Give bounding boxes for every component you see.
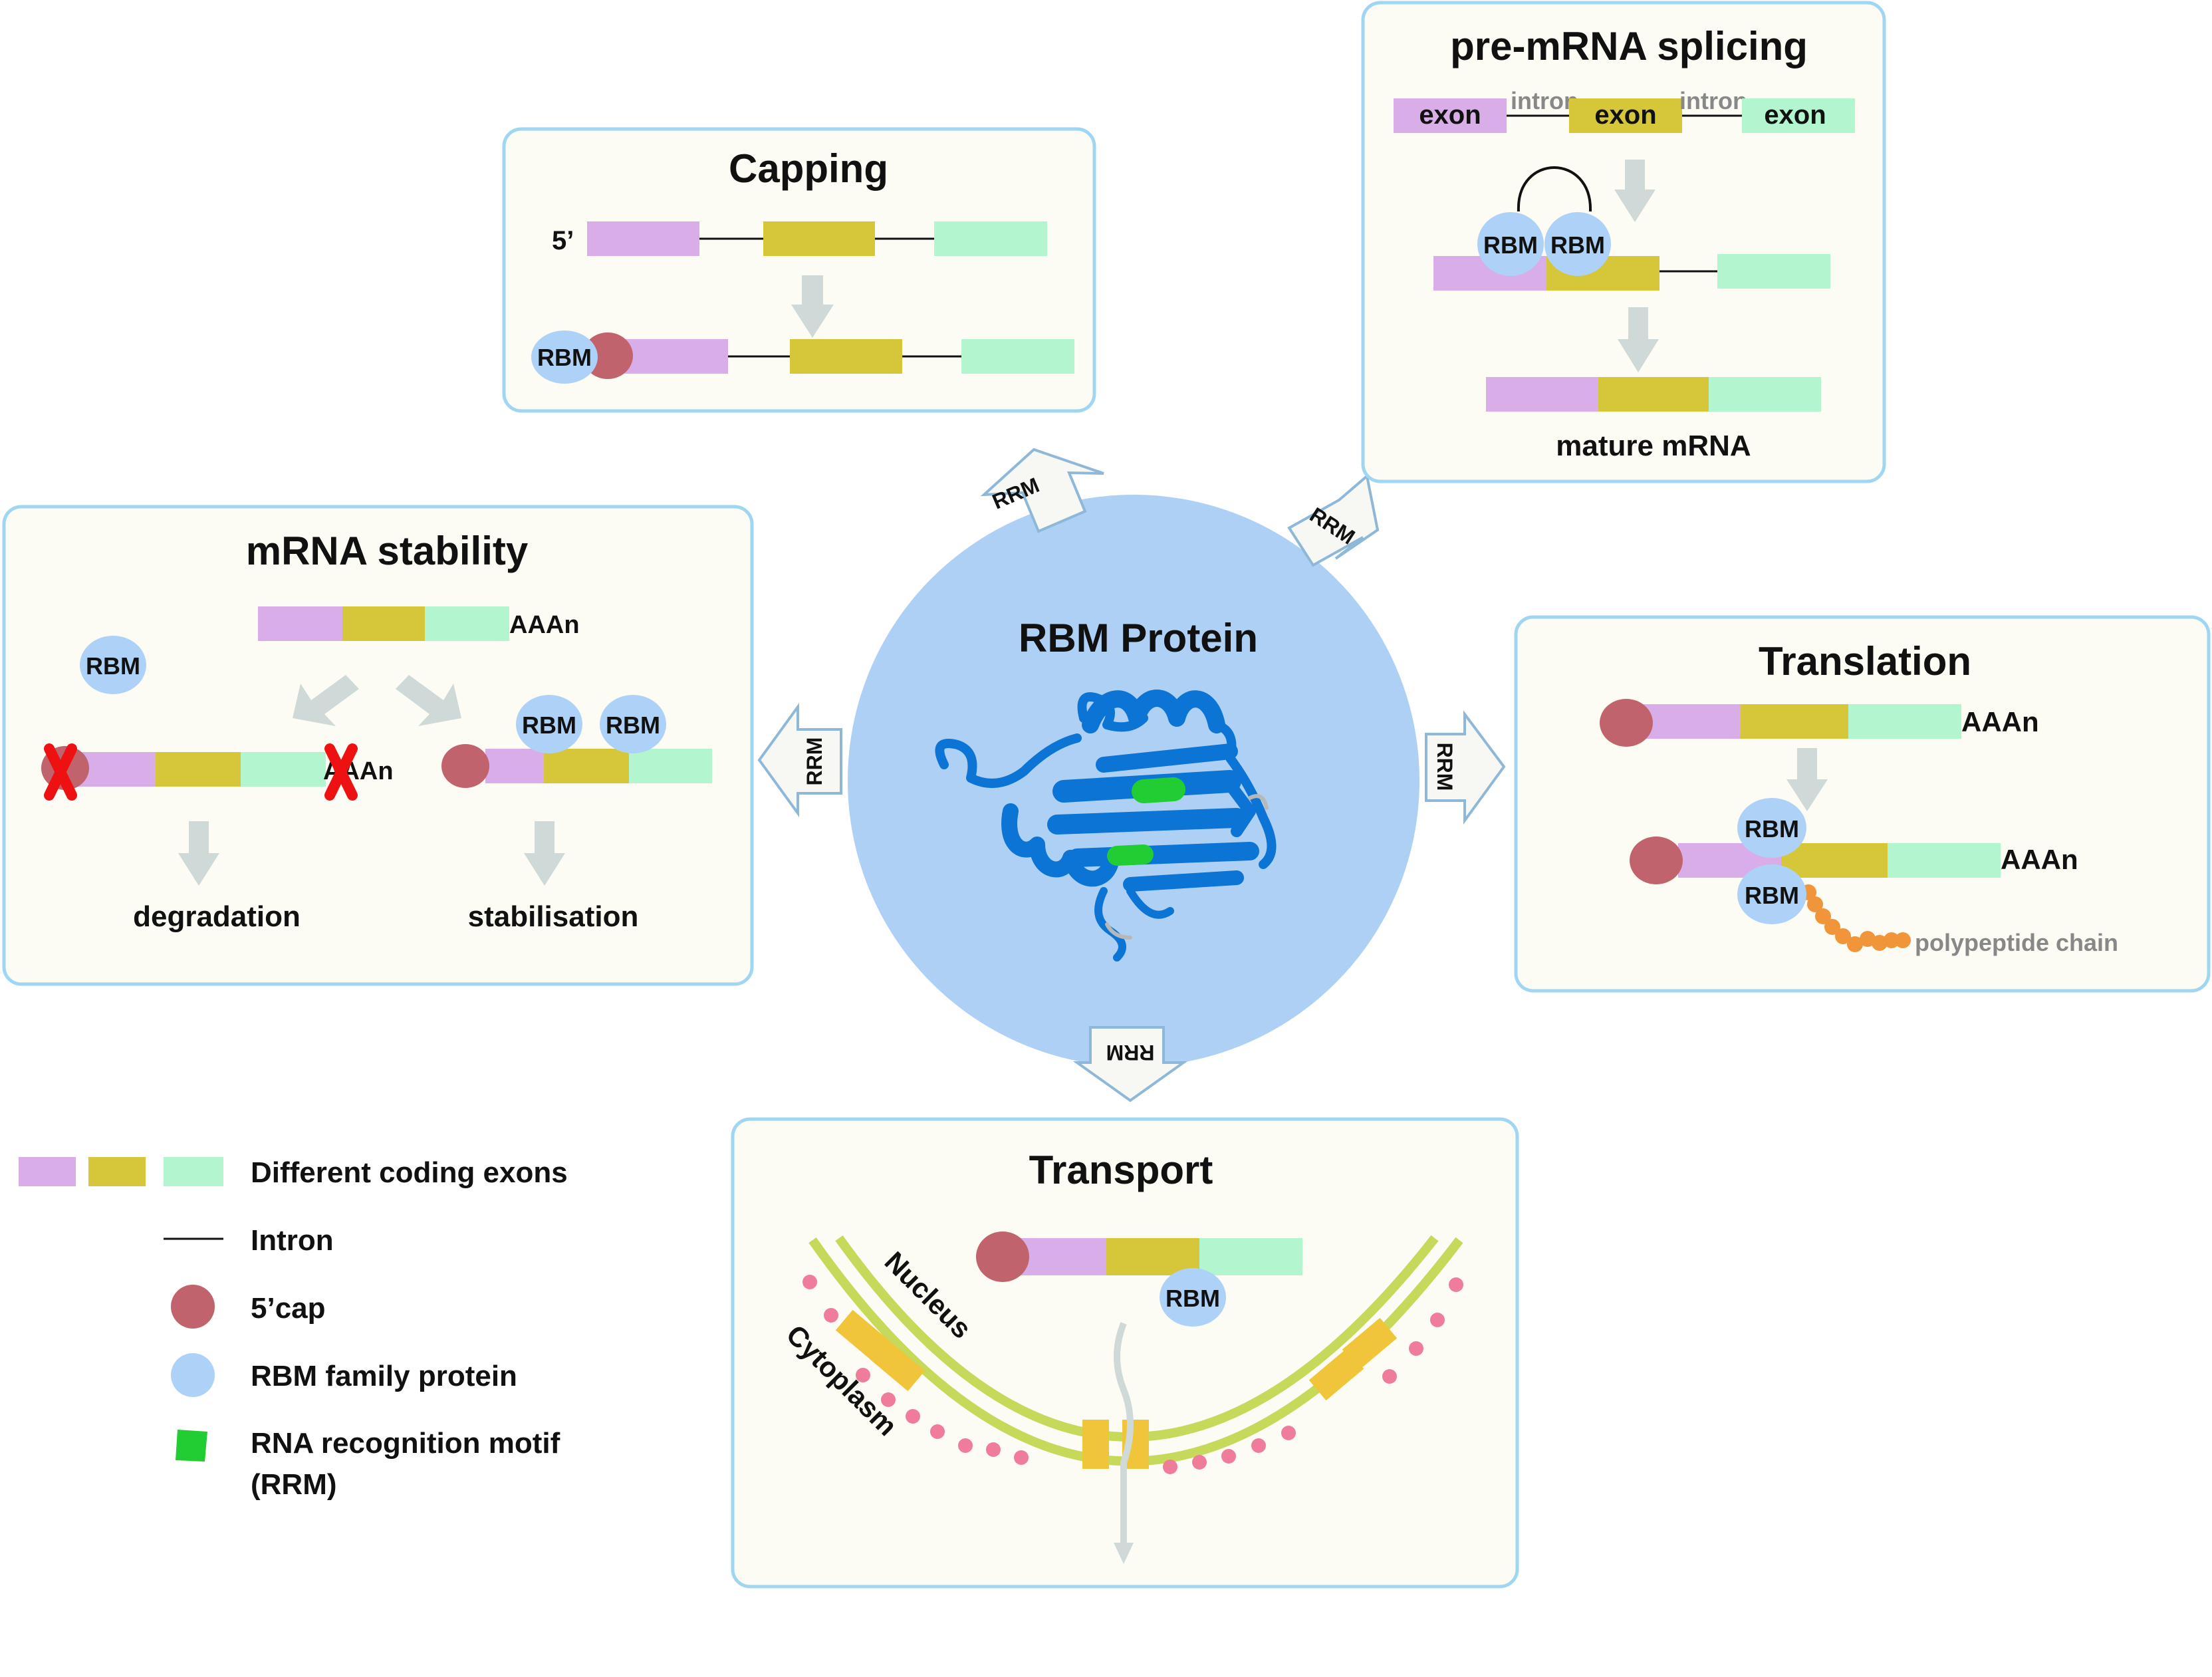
rrm-arrow-splicing: RRM: [1287, 473, 1380, 567]
polya-label: AAAn: [2001, 844, 2078, 875]
protein-structure-icon: [935, 690, 1277, 962]
translation-title: Translation: [1759, 639, 1971, 684]
polypeptide-label: polypeptide chain: [1915, 929, 2118, 956]
transport-panel: Transport: [731, 1117, 1519, 1589]
polya-label: AAAn: [509, 611, 580, 639]
degradation-label: degradation: [133, 900, 301, 933]
rbm-label: RBM: [1745, 815, 1799, 842]
cross-icon: [324, 743, 358, 801]
splicing-title: pre-mRNA splicing: [1450, 24, 1808, 68]
pre-mrna-strand: [587, 221, 1047, 256]
diagonal-arrow-icon: [293, 675, 359, 726]
rrm-motif-patch: [1132, 777, 1185, 803]
protein-title: RBM Protein: [1019, 616, 1258, 660]
down-arrow-icon: [1618, 307, 1659, 372]
legend-rrm-label: RNA recognition motif: [251, 1427, 560, 1460]
five-prime-label: 5’: [552, 226, 574, 255]
stability-title: mRNA stability: [246, 529, 529, 573]
rbm-protein: [1737, 798, 1806, 858]
rbm-label: RBM: [537, 344, 592, 371]
legend: Different coding exons Intron 5’cap RBM …: [19, 1156, 568, 1501]
down-arrow-icon: [178, 821, 219, 886]
mature-mrna-strand: [1486, 377, 1821, 412]
five-prime-cap: [1630, 837, 1683, 884]
five-prime-cap: [1600, 699, 1653, 747]
degraded-mrna-strand: AAAn: [41, 743, 394, 801]
capping-panel: Capping 5’ RBM: [502, 127, 1096, 413]
rbm-label: RBM: [606, 711, 660, 739]
five-prime-cap: [976, 1231, 1029, 1282]
translating-mrna-strand: AAAn RBM RBM: [1630, 798, 2078, 952]
down-arrow-icon: [1614, 160, 1656, 222]
diagonal-arrow-icon: [396, 675, 461, 726]
rbm-protein: [600, 695, 666, 753]
rbm-protein: [531, 330, 598, 384]
stabilised-mrna-strand: RBM RBM: [441, 695, 712, 788]
legend-cap-swatch: [171, 1285, 215, 1329]
rbm-label: RBM: [1550, 231, 1605, 259]
transport-panel-box: [731, 1117, 1519, 1589]
intron-label: intron: [1679, 87, 1747, 114]
rbm-protein: [1477, 212, 1544, 276]
rrm-arrow-label: RRM: [802, 737, 826, 786]
transport-arrow-icon: [1114, 1322, 1134, 1556]
mrna-strand: RBM: [976, 1231, 1302, 1327]
rbm-protein: [1737, 864, 1806, 924]
polya-label: AAAn: [1961, 706, 2039, 737]
spliceosome-strand: RBM RBM: [1433, 166, 1830, 291]
rbm-protein: [1160, 1268, 1226, 1327]
transport-arrowhead-icon: [1114, 1543, 1134, 1564]
mrna-strand: AAAn: [1600, 699, 2039, 747]
mature-mrna-label: mature mRNA: [1556, 430, 1751, 462]
rbm-label: RBM: [1166, 1285, 1220, 1312]
rrm-arrow-label: RRM: [1433, 743, 1457, 791]
cross-icon: [44, 743, 77, 801]
exon-label: exon: [1764, 100, 1826, 130]
splicing-panel: pre-mRNA splicing exon intron exon intro…: [1361, 1, 1886, 483]
cytoplasm-dots: [802, 1275, 1463, 1474]
down-arrow-icon: [524, 821, 565, 886]
capped-mrna-strand: RBM: [531, 330, 1074, 384]
rrm-arrow-label: RRM: [1106, 1041, 1155, 1065]
rrm-motif-patch: [1107, 844, 1154, 866]
exon-label: exon: [1419, 100, 1481, 130]
exon-label: exon: [1594, 100, 1656, 130]
rbm-protein: [1544, 212, 1611, 276]
legend-exons-label: Different coding exons: [251, 1156, 568, 1189]
rrm-arrow-translation: RRM: [1425, 710, 1506, 825]
pre-mrna-strand: exon intron exon intron exon: [1394, 87, 1855, 133]
down-arrow-icon: [791, 275, 834, 338]
legend-cap-label: 5’cap: [251, 1292, 326, 1325]
legend-intron-label: Intron: [251, 1224, 334, 1257]
legend-rbm-label: RBM family protein: [251, 1360, 517, 1392]
transport-title: Transport: [1029, 1148, 1213, 1192]
intron-label: intron: [1511, 87, 1578, 114]
rbm-label: RBM: [522, 711, 576, 739]
rbm-label: RBM: [1483, 231, 1538, 259]
center-protein-group: RBM Protein: [848, 495, 1419, 1067]
mrna-strand: AAAn: [258, 606, 580, 641]
rrm-arrow-transport: RRM: [1072, 1026, 1188, 1102]
nuclear-pore: [835, 1309, 1398, 1469]
rbm-label: RBM: [1745, 882, 1799, 909]
stability-panel: mRNA stability AAAn RBM AAAn: [2, 505, 754, 986]
legend-rbm-swatch: [171, 1353, 215, 1397]
capping-title: Capping: [729, 146, 888, 191]
rbm-label: RBM: [86, 652, 140, 680]
legend-exons-swatch: [19, 1157, 223, 1186]
legend-rrm-label-2: (RRM): [251, 1468, 337, 1501]
rrm-arrow-stability: RRM: [757, 702, 842, 818]
down-arrow-icon: [1786, 748, 1828, 811]
translation-panel: Translation AAAn AAAn: [1514, 615, 2211, 993]
rbm-protein: [80, 636, 146, 694]
legend-rrm-swatch: [176, 1430, 207, 1462]
five-prime-cap: [441, 744, 489, 788]
rbm-protein: [516, 695, 582, 753]
stabilisation-label: stabilisation: [468, 900, 639, 933]
